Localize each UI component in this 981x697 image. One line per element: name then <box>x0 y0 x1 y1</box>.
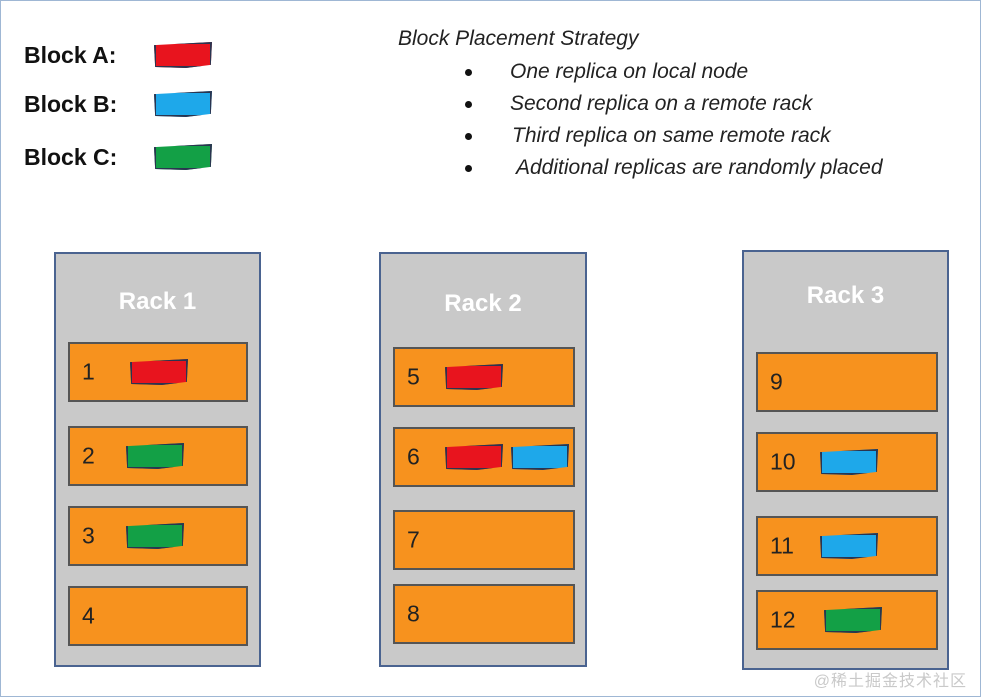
block-a-swatch <box>154 42 212 68</box>
node-5: 5 <box>393 347 575 407</box>
bullet-dot-icon <box>465 165 472 172</box>
node-number: 8 <box>407 600 420 627</box>
node-3: 3 <box>68 506 248 566</box>
block-a-replica <box>445 444 503 470</box>
block-c-replica <box>126 523 184 549</box>
bullet-text: Third replica on same remote rack <box>512 124 831 147</box>
strategy-bullets: One replica on local node Second replica… <box>462 56 883 184</box>
node-number: 10 <box>770 448 796 475</box>
node-9: 9 <box>756 352 938 412</box>
bullet-text: One replica on local node <box>510 60 749 83</box>
node-1: 1 <box>68 342 248 402</box>
node-number: 12 <box>770 606 796 633</box>
node-12: 12 <box>756 590 938 650</box>
legend-block-b: Block B: <box>24 84 212 124</box>
node-6: 6 <box>393 427 575 487</box>
block-a-replica <box>130 359 188 385</box>
legend-label: Block B: <box>24 90 118 117</box>
block-a-replica <box>445 364 503 390</box>
strategy-title: Block Placement Strategy <box>398 27 639 50</box>
bullet-text: Additional replicas are randomly placed <box>516 156 883 179</box>
node-number: 5 <box>407 363 420 390</box>
legend-label: Block A: <box>24 41 117 68</box>
node-10: 10 <box>756 432 938 492</box>
block-c-replica <box>126 443 184 469</box>
node-number: 6 <box>407 443 420 470</box>
rack-title: Rack 3 <box>806 282 885 309</box>
strategy-bullet: Additional replicas are randomly placed <box>462 152 883 184</box>
block-b-swatch <box>154 91 212 117</box>
bullet-dot-icon <box>465 133 472 140</box>
rack-1: Rack 1 1 2 3 4 <box>54 252 261 667</box>
block-b-replica <box>511 444 569 470</box>
block-c-replica <box>824 607 882 633</box>
node-number: 11 <box>770 532 794 559</box>
node-number: 7 <box>407 526 420 553</box>
rack-title: Rack 1 <box>118 288 197 315</box>
node-2: 2 <box>68 426 248 486</box>
legend-block-c: Block C: <box>24 137 212 177</box>
rack-title: Rack 2 <box>444 290 522 317</box>
strategy-bullet: One replica on local node <box>462 56 883 88</box>
node-number: 3 <box>82 522 95 549</box>
node-7: 7 <box>393 510 575 570</box>
rack-2: Rack 2 5 6 7 8 <box>379 252 587 667</box>
rack-3: Rack 3 9 10 11 12 <box>742 250 949 670</box>
node-number: 2 <box>82 442 95 469</box>
strategy-bullet: Third replica on same remote rack <box>462 120 883 152</box>
legend-block-a: Block A: <box>24 35 212 75</box>
node-number: 4 <box>82 602 95 629</box>
legend-label: Block C: <box>24 143 118 170</box>
node-11: 11 <box>756 516 938 576</box>
watermark: @稀土掘金技术社区 <box>813 673 967 690</box>
bullet-text: Second replica on a remote rack <box>510 92 813 115</box>
strategy-bullet: Second replica on a remote rack <box>462 88 883 120</box>
node-8: 8 <box>393 584 575 644</box>
node-number: 1 <box>82 358 95 385</box>
bullet-dot-icon <box>465 101 472 108</box>
bullet-dot-icon <box>465 69 472 76</box>
node-4: 4 <box>68 586 248 646</box>
block-c-swatch <box>154 144 212 170</box>
block-b-replica <box>820 533 878 559</box>
block-b-replica <box>820 449 878 475</box>
node-number: 9 <box>770 368 783 395</box>
